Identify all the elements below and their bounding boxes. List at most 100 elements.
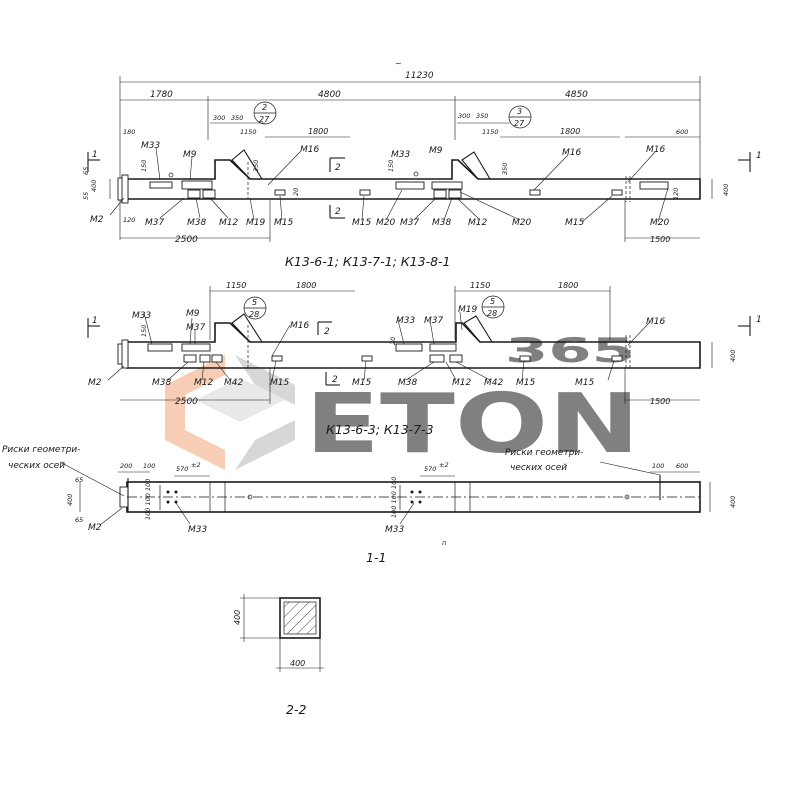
s11-p-mark: п bbox=[442, 539, 446, 547]
overall-dimensions: 11230 1780 4800 4850 ~ bbox=[119, 59, 701, 240]
svg-text:28: 28 bbox=[249, 310, 259, 319]
v2-dim-1800b: 1800 bbox=[558, 281, 578, 290]
s22-width: 400 bbox=[290, 659, 305, 668]
svg-text:2: 2 bbox=[324, 327, 330, 337]
s11-dim-570a: 570 bbox=[176, 465, 188, 473]
beam-view-2: 1150 1800 1150 1800 2500 1500 400 150 20… bbox=[87, 281, 762, 437]
s11-label-m33a: М33 bbox=[188, 525, 207, 535]
dim-1800a: 1800 bbox=[308, 127, 328, 136]
v2-label-m37b: М37 bbox=[424, 316, 443, 326]
dim-55: 55 bbox=[82, 192, 90, 200]
label-m37b: М37 bbox=[400, 218, 419, 228]
label-m15c: М15 bbox=[565, 218, 584, 228]
v2-label-m15c: М15 bbox=[516, 378, 535, 388]
dim-150: 150 bbox=[140, 160, 148, 172]
v2-label-m16a: М16 bbox=[290, 321, 309, 331]
v2-label-m33a: М33 bbox=[132, 311, 151, 321]
label-m20b: М20 bbox=[512, 218, 531, 228]
v2-dim-1500: 1500 bbox=[650, 397, 670, 406]
dim-2500: 2500 bbox=[175, 235, 198, 245]
dim-120: 120 bbox=[123, 216, 135, 224]
label-m20c: М20 bbox=[650, 218, 669, 228]
ref-2-bottom: 27 bbox=[514, 119, 525, 128]
section-1-1: 200 100 570 ±2 570 ±2 100 600 400 400 65… bbox=[2, 445, 737, 565]
v2-label-m15a: М15 bbox=[270, 378, 289, 388]
dim-total: 11230 bbox=[405, 71, 434, 81]
v2-dim-h400: 400 bbox=[729, 350, 737, 362]
ref-2-top: 3 bbox=[517, 107, 522, 116]
dim-350v: 350 bbox=[252, 160, 260, 172]
label-m12a: М12 bbox=[219, 218, 238, 228]
dim-180: 180 bbox=[123, 128, 135, 136]
svg-text:1: 1 bbox=[756, 315, 762, 325]
v2-label-m12b: М12 bbox=[452, 378, 471, 388]
view-1-title: К13-6-1; К13-7-1; К13-8-1 bbox=[285, 254, 451, 269]
v2-label-m12a: М12 bbox=[194, 378, 213, 388]
v2-label-m15b: М15 bbox=[352, 378, 371, 388]
dim-1150b: 1150 bbox=[482, 128, 499, 136]
s11-dim-65b: 65 bbox=[75, 516, 83, 524]
ref-1-top: 2 bbox=[262, 103, 267, 112]
dim-350vb: 350 bbox=[501, 163, 509, 175]
s11-axis-note-right-2: ческих осей bbox=[510, 463, 567, 473]
label-m15b: М15 bbox=[352, 218, 371, 228]
svg-text:2: 2 bbox=[332, 375, 338, 385]
label-m38b: М38 bbox=[432, 218, 451, 228]
svg-text:2: 2 bbox=[335, 207, 341, 217]
watermark-digits: 365 bbox=[505, 331, 635, 371]
s11-dim-570b: 570 bbox=[424, 465, 436, 473]
dim-1800b: 1800 bbox=[560, 127, 580, 136]
beam-outline-1 bbox=[126, 159, 701, 200]
dim-300b: 300 bbox=[458, 112, 470, 120]
ref-circle-2: 3 27 bbox=[508, 105, 532, 129]
v2-section-mark-2-bottom: 2 bbox=[325, 372, 340, 386]
svg-text:1: 1 bbox=[756, 151, 762, 161]
label-m9b: М9 bbox=[429, 146, 443, 156]
v2-dim-20: 20 bbox=[389, 337, 397, 345]
ref-1-bottom: 27 bbox=[259, 115, 270, 124]
section-1-1-title: 1-1 bbox=[366, 550, 386, 565]
v2-label-m2: М2 bbox=[88, 378, 102, 388]
dim-600: 600 bbox=[676, 128, 688, 136]
v2-dim-2500: 2500 bbox=[175, 397, 198, 407]
label-m20a: М20 bbox=[376, 218, 395, 228]
beam-view-1: 300 350 1150 1800 300 350 1150 1800 600 … bbox=[82, 101, 762, 269]
label-m12b: М12 bbox=[468, 218, 487, 228]
s11-label-m33b: М33 bbox=[385, 525, 404, 535]
label-m19: М19 bbox=[246, 218, 265, 228]
s11-small-a: 100 100 100 bbox=[144, 479, 152, 520]
s11-label-m2: М2 bbox=[88, 523, 102, 533]
v2-label-m16b: М16 bbox=[646, 317, 665, 327]
section-2-2-hatch bbox=[283, 601, 317, 635]
s11-dim-100r: 100 bbox=[652, 462, 664, 470]
dim-right: 4850 bbox=[565, 90, 588, 100]
v2-dim-1800a: 1800 bbox=[296, 281, 316, 290]
section-2-2-outline bbox=[279, 597, 321, 639]
svg-text:5: 5 bbox=[252, 298, 257, 307]
label-m16b: М16 bbox=[562, 148, 581, 158]
dim-65: 65 bbox=[82, 167, 90, 175]
dim-1150a: 1150 bbox=[240, 128, 257, 136]
dim-350b: 350 bbox=[476, 112, 488, 120]
s11-dim-100: 100 bbox=[143, 462, 155, 470]
dim-150b: 150 bbox=[387, 160, 395, 172]
s11-axis-note-left-2: ческих осей bbox=[8, 461, 65, 471]
watermark-brand: ETON bbox=[305, 377, 640, 472]
v2-dim-1150a: 1150 bbox=[226, 281, 246, 290]
v2-label-m15d: М15 bbox=[575, 378, 594, 388]
dim-20: 20 bbox=[292, 188, 300, 196]
tilde-mark: ~ bbox=[395, 59, 402, 68]
dim-350a: 350 bbox=[231, 114, 243, 122]
label-m15a: М15 bbox=[274, 218, 293, 228]
section-mark-1-right: 1 bbox=[738, 151, 762, 172]
s11-axis-note-left-1: Риски геометри- bbox=[2, 445, 81, 455]
s11-dim-65a: 65 bbox=[75, 476, 83, 484]
label-m33b: М33 bbox=[391, 150, 410, 160]
v2-label-m38b: М38 bbox=[398, 378, 417, 388]
v2-ref-circle-1: 5 28 bbox=[243, 296, 267, 320]
svg-text:5: 5 bbox=[490, 297, 495, 306]
v2-section-mark-1-right: 1 bbox=[738, 315, 762, 336]
dim-1500: 1500 bbox=[650, 235, 670, 244]
ref-circle-1: 2 27 bbox=[253, 101, 277, 125]
